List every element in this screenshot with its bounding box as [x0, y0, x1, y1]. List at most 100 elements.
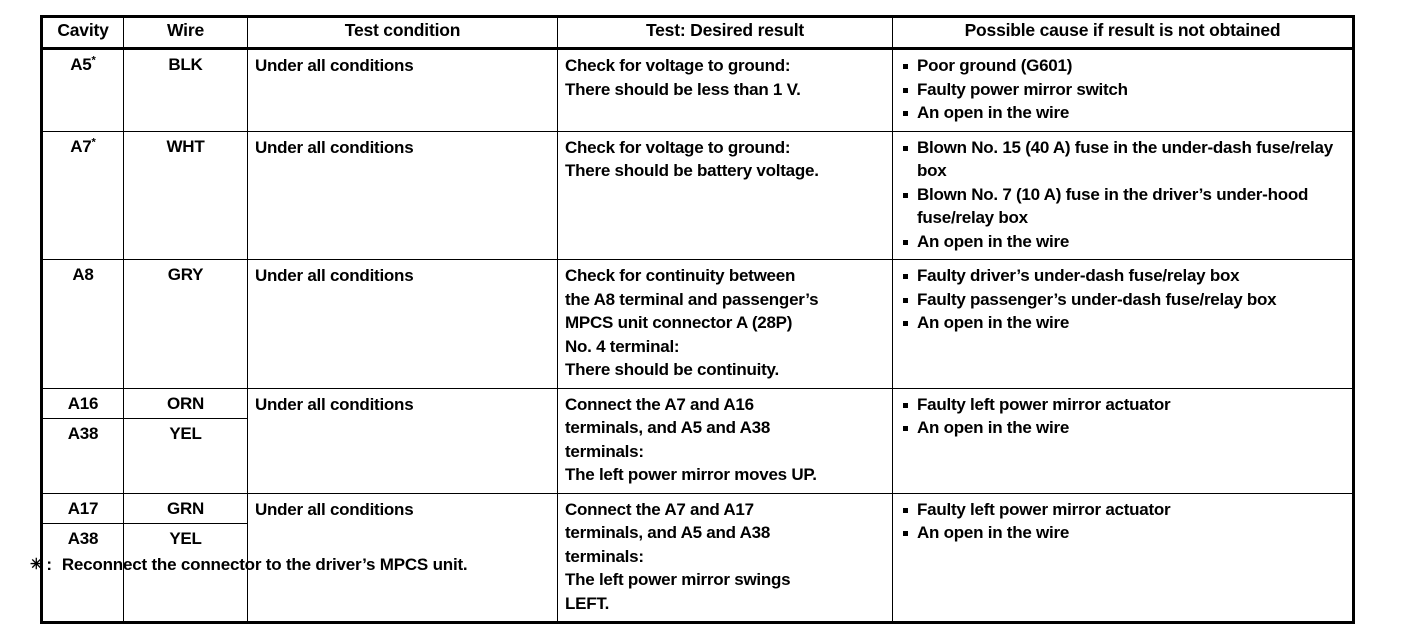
cell-possible-cause: Poor ground (G601)Faulty power mirror sw… [892, 48, 1354, 132]
possible-cause-item: Faulty left power mirror actuator [899, 498, 1346, 522]
cell-test-condition: Under all conditions [247, 48, 558, 132]
wire-value: YEL [169, 424, 202, 443]
test-result-line: The left power mirror moves UP. [565, 465, 817, 484]
cell-cavity: A8 [41, 259, 124, 389]
cell-test-desired-result: Connect the A7 and A16 terminals, and A5 … [557, 387, 893, 494]
test-condition-text: Under all conditions [255, 499, 414, 519]
test-result-line: terminals, and A5 and A38 [565, 523, 771, 542]
possible-cause-item: An open in the wire [899, 101, 1346, 125]
wire-value: ORN [124, 389, 247, 419]
cavity-value: A8 [72, 265, 94, 284]
column-header-wire: Wire [123, 16, 248, 50]
cell-cavity: A5* [41, 48, 124, 132]
cell-test-desired-result: Connect the A7 and A17 terminals, and A5 … [557, 492, 893, 623]
column-header-test-desired-result: Test: Desired result [557, 16, 893, 50]
possible-cause-item: Poor ground (G601) [899, 54, 1346, 78]
table-row: A7* WHT Under all conditions Check for volt… [41, 130, 1354, 260]
wire-value: YEL [169, 529, 202, 548]
test-result-line: the A8 terminal and passenger’s [565, 289, 819, 309]
test-result-line: There should be continuity. [565, 360, 779, 379]
cell-test-desired-result: Check for continuity between the A8 termi… [557, 259, 893, 389]
cavity-value: A17 [43, 494, 123, 524]
wire-value: BLK [168, 55, 203, 74]
cavity-value: A16 [43, 389, 123, 419]
cell-test-desired-result: Check for voltage to ground: There should… [557, 48, 893, 132]
service-manual-page: Cavity Wire Test condition Test: Desired… [30, 15, 1355, 624]
footnote: ✳:Reconnect the connector to the driver’… [30, 553, 468, 577]
test-result-line: No. 4 terminal: [565, 336, 680, 356]
test-result-lines: Check for voltage to ground: There should… [558, 50, 892, 107]
possible-cause-item: Blown No. 15 (40 A) fuse in the under-da… [899, 136, 1346, 183]
cell-wire: BLK [123, 48, 248, 132]
cell-wire: WHT [123, 130, 248, 260]
possible-cause-item: An open in the wire [899, 230, 1346, 254]
test-condition-text: Under all conditions [255, 266, 414, 285]
test-result-lines: Connect the A7 and A16 terminals, and A5 … [558, 389, 892, 493]
test-result-line: LEFT. [565, 593, 610, 613]
table-row: A5* BLK Under all conditions Check for volt… [41, 48, 1354, 132]
asterisk-icon: * [91, 135, 96, 148]
cavity-value: A38 [67, 529, 99, 548]
possible-cause-item: Faulty power mirror switch [899, 78, 1346, 102]
test-result-line: MPCS unit connector A (28P) [565, 313, 793, 332]
test-result-line: terminals, and A5 and A38 [565, 418, 771, 437]
possible-cause-item: Faulty passenger’s under-dash fuse/relay… [899, 288, 1346, 312]
table-row: A8 GRY Under all conditions Check for conti… [41, 259, 1354, 389]
test-result-line: terminals: [565, 441, 644, 461]
cavity-value: A5* [70, 54, 96, 74]
column-header-cavity: Cavity [41, 16, 124, 50]
column-header-possible-cause: Possible cause if result is not obtained [892, 16, 1354, 50]
footnote-colon: : [46, 555, 52, 574]
test-result-line: The left power mirror swings [565, 570, 791, 589]
cell-test-condition: Under all conditions [247, 259, 558, 389]
diagnostic-table-wrapper: Cavity Wire Test condition Test: Desired… [40, 15, 1355, 624]
test-result-line: There should be less than 1 V. [565, 79, 801, 99]
wire-value: GRN [124, 494, 247, 524]
cavity-value: A38 [67, 424, 99, 443]
cell-test-condition: Under all conditions [247, 130, 558, 260]
test-result-lines: Check for voltage to ground: There should… [558, 132, 892, 189]
cavity-value: A7* [70, 135, 96, 156]
cell-test-condition: Under all conditions [247, 387, 558, 494]
test-condition-text: Under all conditions [255, 394, 414, 414]
cell-cavity: A7* [41, 130, 124, 260]
test-result-line: Check for continuity between [565, 266, 796, 285]
diagnostic-table: Cavity Wire Test condition Test: Desired… [40, 15, 1355, 624]
possible-cause-item: Faulty driver’s under-dash fuse/relay bo… [899, 264, 1346, 288]
wire-value: GRY [167, 265, 204, 284]
header-row: Cavity Wire Test condition Test: Desired… [41, 16, 1354, 50]
possible-cause-item: An open in the wire [899, 311, 1346, 335]
cell-test-desired-result: Check for voltage to ground: There should… [557, 130, 893, 260]
footnote-asterisk-icon: ✳ [30, 556, 43, 573]
test-result-line: Connect the A7 and A16 [565, 394, 754, 414]
possible-cause-item: An open in the wire [899, 416, 1346, 440]
cell-wire: ORN YEL [123, 387, 248, 494]
possible-cause-item: Faulty left power mirror actuator [899, 393, 1346, 417]
possible-cause-list: Blown No. 15 (40 A) fuse in the under-da… [893, 132, 1352, 260]
test-result-line: Check for voltage to ground: [565, 56, 791, 75]
test-result-line: Connect the A7 and A17 [565, 499, 754, 519]
test-condition-text: Under all conditions [255, 56, 414, 75]
test-result-line: terminals: [565, 546, 644, 566]
column-header-test-condition: Test condition [247, 16, 558, 50]
test-condition-text: Under all conditions [255, 137, 414, 157]
test-result-lines: Check for continuity between the A8 termi… [558, 260, 892, 388]
test-result-lines: Connect the A7 and A17 terminals, and A5 … [558, 494, 892, 622]
possible-cause-list: Faulty driver’s under-dash fuse/relay bo… [893, 260, 1352, 341]
test-result-line: There should be battery voltage. [565, 161, 819, 180]
possible-cause-item: Blown No. 7 (10 A) fuse in the driver’s … [899, 183, 1346, 230]
possible-cause-item: An open in the wire [899, 521, 1346, 545]
test-result-line: Check for voltage to ground: [565, 137, 791, 157]
cell-possible-cause: Blown No. 15 (40 A) fuse in the under-da… [892, 130, 1354, 260]
cell-wire: GRY [123, 259, 248, 389]
table-header: Cavity Wire Test condition Test: Desired… [41, 16, 1354, 50]
wire-value: WHT [166, 136, 205, 156]
cell-possible-cause: Faulty driver’s under-dash fuse/relay bo… [892, 259, 1354, 389]
